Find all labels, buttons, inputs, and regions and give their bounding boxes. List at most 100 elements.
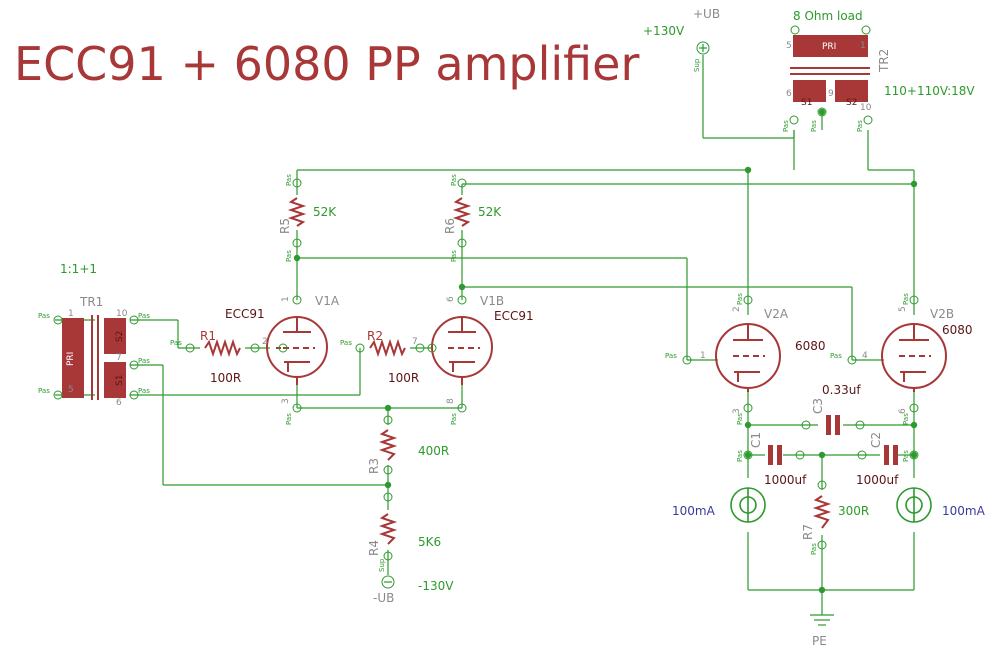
current-source-left-value: 100mA: [672, 504, 716, 518]
tube-v1a: V1A ECC91 1 2 3: [225, 294, 340, 413]
v2b-type: 6080: [942, 323, 973, 337]
v2b-pin-4: 4: [862, 351, 868, 361]
ground-symbol: PE: [810, 600, 834, 648]
output-transformer-tr2: PRI S1 S2 8 Ohm load TR2 110+110V:18V 5 …: [786, 9, 975, 125]
r1-value: 100R: [210, 371, 241, 385]
r3-name: R3: [367, 458, 381, 474]
r1-name: R1: [200, 329, 216, 343]
c2-name: C2: [869, 432, 883, 448]
v1b-name: V1B: [480, 294, 504, 308]
pin-marker: Pas: [665, 352, 677, 360]
tr2-name: TR2: [877, 49, 891, 73]
minus-supply-name: -UB: [373, 591, 394, 605]
plus-supply-value: +130V: [643, 24, 685, 38]
passive-pin-markers: Pas Pas Pas Pas Pas Pas Pas Pas Pas Pas …: [38, 120, 910, 555]
plus-supply-name: +UB: [693, 7, 720, 21]
ground-label: PE: [812, 634, 827, 648]
tr1-s2-label: S2: [115, 331, 125, 342]
wires: [55, 55, 915, 600]
r5-name: R5: [278, 218, 292, 234]
pin-marker: Pas: [38, 312, 50, 320]
c1-name: C1: [749, 432, 763, 448]
capacitor-c3: C3 0.33uf: [801, 383, 865, 435]
c3-name: C3: [811, 398, 825, 414]
pin-marker: Pas: [285, 250, 293, 262]
current-source-right-value: 100mA: [942, 504, 986, 518]
r6-name: R6: [443, 218, 457, 234]
pin-marker: Pas: [450, 413, 458, 425]
capacitor-c2: C2 1000uf: [856, 432, 919, 487]
v1b-pin-8: 8: [446, 398, 456, 404]
tr1-ratio: 1:1+1: [60, 262, 97, 276]
tr1-primary-label: PRI: [66, 352, 76, 366]
c3-value: 0.33uf: [822, 383, 861, 397]
v2b-name: V2B: [930, 307, 954, 321]
current-source-right: 100mA: [896, 487, 986, 523]
tr2-pin-6: 6: [786, 89, 792, 99]
tr2-pin-5: 5: [786, 41, 792, 51]
pin-marker: Pas: [902, 413, 910, 425]
v2a-pin-3: 3: [732, 408, 742, 414]
v2a-pin-2: 2: [732, 306, 742, 312]
minus-supply-symbol: -UB -130V Sup: [373, 558, 454, 605]
resistor-r5: R5 52K: [278, 178, 337, 248]
r6-value: 52K: [478, 205, 502, 219]
v2a-name: V2A: [764, 307, 789, 321]
v1b-pin-6: 6: [446, 296, 456, 302]
pin-marker: Pas: [902, 293, 910, 305]
r3-value: 400R: [418, 444, 449, 458]
resistor-r3: R3 400R: [367, 415, 449, 475]
resistor-r1: R1 100R: [185, 329, 260, 385]
pin-marker: Pas: [810, 543, 818, 555]
tr1-pin-1: 1: [68, 309, 74, 319]
tr1-pin-5: 5: [68, 385, 74, 395]
pin-marker: Pas: [736, 293, 744, 305]
v2a-type: 6080: [795, 339, 826, 353]
v1a-pin-1: 1: [281, 296, 291, 302]
r2-value: 100R: [388, 371, 419, 385]
r5-value: 52K: [313, 205, 337, 219]
pin-marker: Pas: [138, 357, 150, 365]
tr2-load-label: 8 Ohm load: [793, 9, 863, 23]
tr1-name: TR1: [79, 295, 103, 309]
r7-value: 300R: [838, 504, 869, 518]
tr2-pin-9: 9: [828, 89, 834, 99]
v1a-pin-2: 2: [262, 337, 268, 347]
input-transformer-tr1: PRI S2 S1 TR1 1:1+1 1 5 10 7 6: [53, 262, 139, 408]
r4-name: R4: [367, 540, 381, 556]
tr2-pin-1: 1: [860, 41, 866, 51]
pin-marker: Pas: [340, 339, 352, 347]
tube-v2a: V2A 6080 2 1 3: [682, 295, 826, 414]
tr1-pin-7: 7: [116, 353, 122, 363]
pin-marker: Pas: [782, 120, 790, 132]
resistor-r6: R6 52K: [443, 178, 502, 248]
pin-marker: Pas: [450, 174, 458, 186]
tr1-pin-6: 6: [116, 398, 122, 408]
v1a-name: V1A: [315, 294, 340, 308]
tr2-pin-10: 10: [860, 103, 872, 113]
v1a-pin-3: 3: [281, 398, 291, 404]
pin-marker: Pas: [810, 120, 818, 132]
resistor-r7: R7 300R: [801, 480, 869, 550]
minus-supply-value: -130V: [418, 579, 454, 593]
pin-marker: Pas: [450, 250, 458, 262]
tr2-ratio: 110+110V:18V: [884, 84, 975, 98]
current-source-left: 100mA: [672, 487, 766, 523]
pin-marker: Pas: [736, 450, 744, 462]
v2a-pin-1: 1: [700, 351, 706, 361]
r7-name: R7: [801, 524, 815, 540]
v2b-pin-5: 5: [898, 306, 908, 312]
c2-value: 1000uf: [856, 473, 899, 487]
tube-v1b: V1B ECC91 6 7 8: [412, 294, 534, 413]
tr2-s2-label: S2: [846, 98, 857, 108]
tr2-primary-label: PRI: [822, 42, 836, 52]
pin-marker: Pas: [285, 174, 293, 186]
pin-marker: Pas: [856, 120, 864, 132]
junctions: [293, 108, 918, 594]
pin-marker: Pas: [285, 413, 293, 425]
r4-value: 5K6: [418, 535, 441, 549]
pin-marker: Pas: [38, 387, 50, 395]
plus-supply-pin: Sup: [693, 58, 701, 72]
pin-marker: Pas: [736, 413, 744, 425]
